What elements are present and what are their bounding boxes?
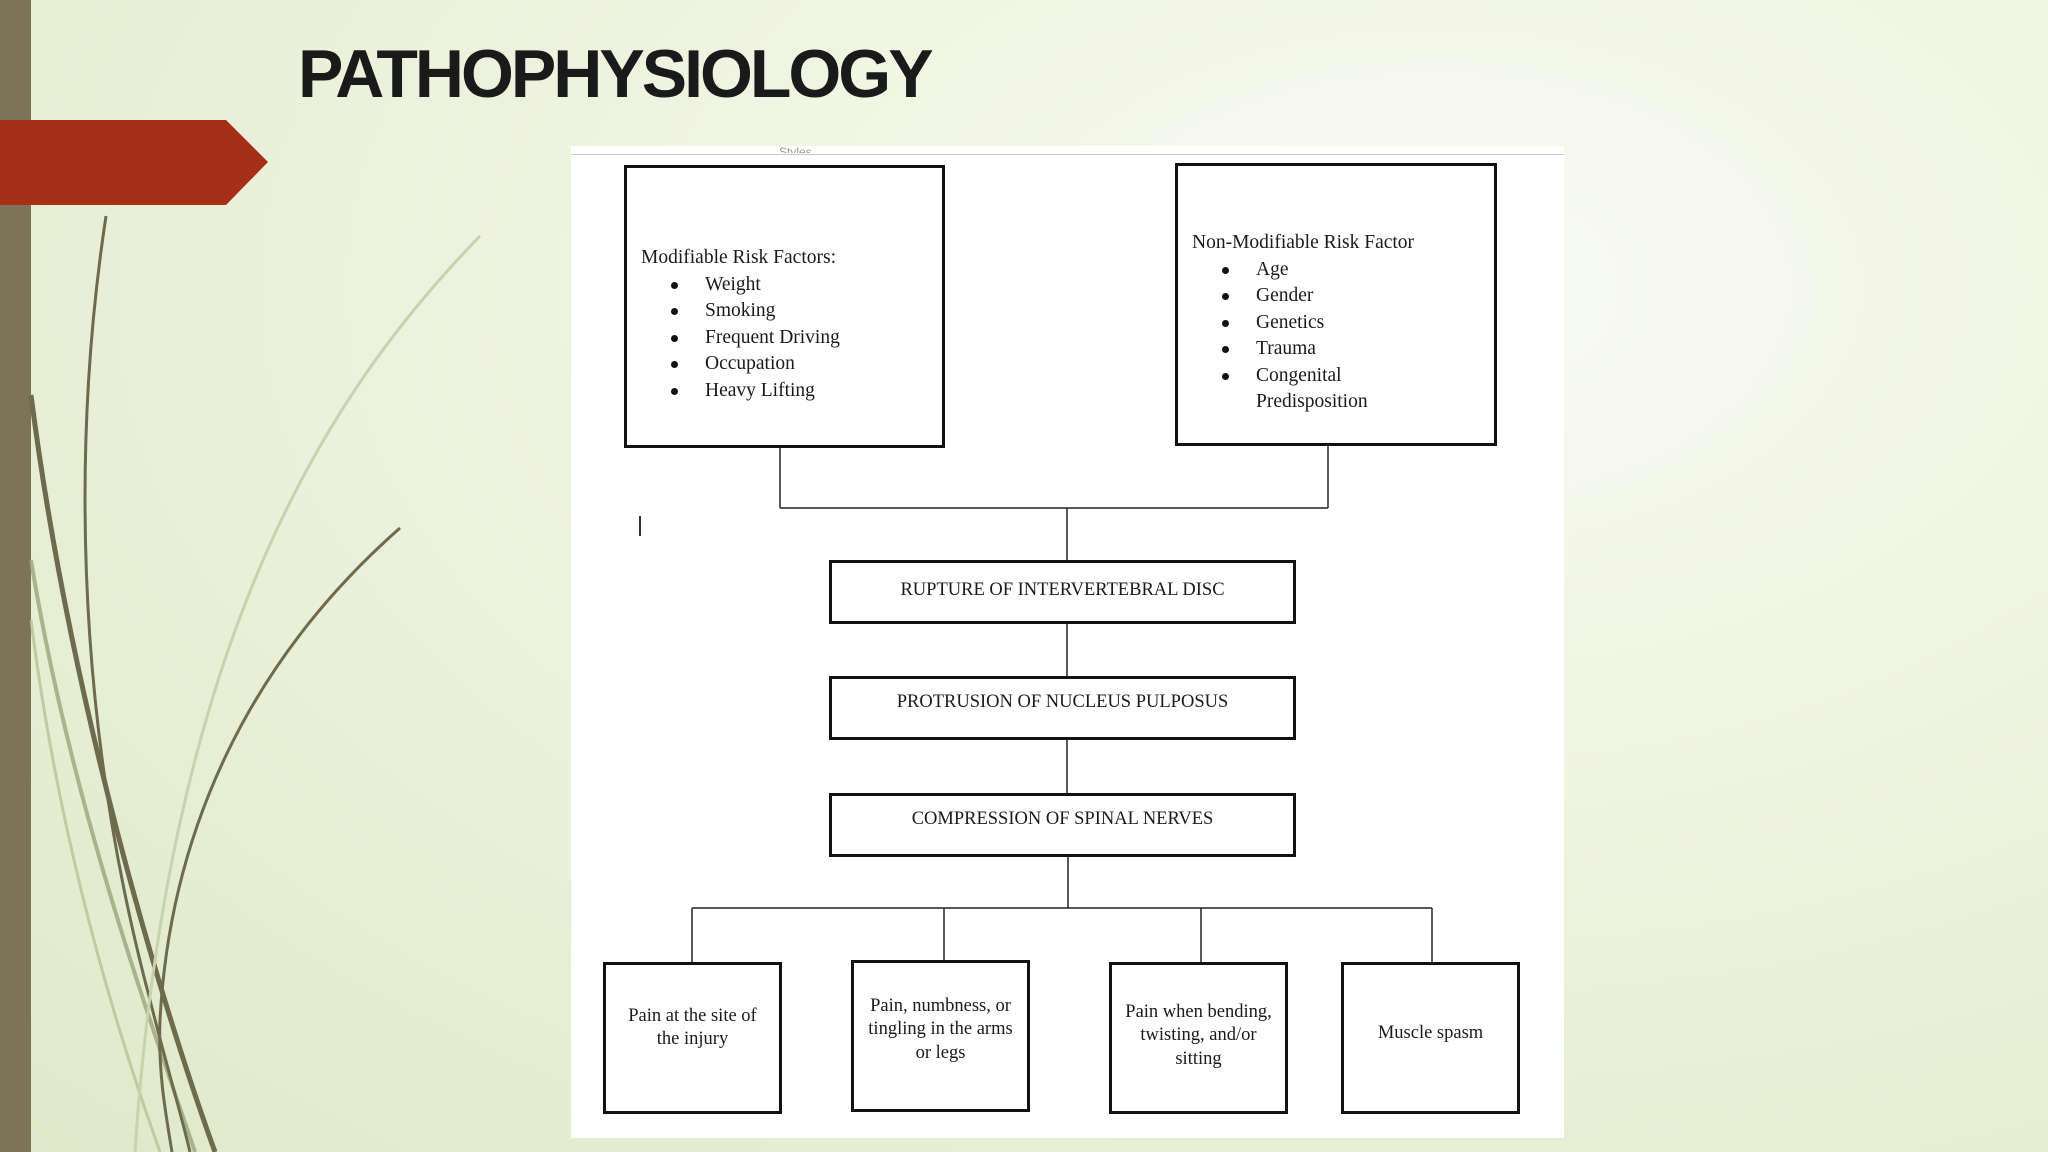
effect-numbness-tingling-box: Pain, numbness, or tingling in the arms …: [851, 960, 1030, 1112]
decorative-leaves: [28, 215, 482, 1152]
title-arrow-shape: [0, 120, 268, 205]
non-modifiable-risk-heading: Non-Modifiable Risk Factor: [1192, 232, 1415, 253]
list-item: Genetics: [1222, 310, 1426, 337]
list-item: Congenital Predisposition: [1222, 363, 1426, 416]
effect-pain-at-site-box: Pain at the site of the injury: [603, 962, 782, 1114]
modifiable-risk-heading: Modifiable Risk Factors:: [641, 247, 836, 268]
list-item: Trauma: [1222, 336, 1426, 363]
text-cursor: [639, 516, 641, 536]
list-item: Gender: [1222, 283, 1426, 310]
figure-header-stub: Styles: [779, 145, 812, 153]
diagram-connectors: [691, 446, 1433, 962]
list-item: Smoking: [671, 298, 928, 325]
modifiable-risk-factors-box: Modifiable Risk Factors: Weight Smoking …: [624, 165, 945, 448]
list-item: Weight: [671, 272, 928, 299]
non-modifiable-risk-list: Age Gender Genetics Trauma Congenital Pr…: [1192, 257, 1426, 416]
list-item: Heavy Lifting: [671, 378, 928, 405]
slide-title: PATHOPHYSIOLOGY: [298, 36, 934, 112]
modifiable-risk-list: Weight Smoking Frequent Driving Occupati…: [641, 272, 928, 405]
list-item: Frequent Driving: [671, 325, 928, 352]
compression-of-nerves-box: COMPRESSION OF SPINAL NERVES: [829, 793, 1296, 857]
non-modifiable-risk-factors-box: Non-Modifiable Risk Factor Age Gender Ge…: [1175, 163, 1497, 446]
rupture-of-disc-box: RUPTURE OF INTERVERTEBRAL DISC: [829, 560, 1296, 624]
effect-pain-bending-box: Pain when bending, twisting, and/or sitt…: [1109, 962, 1288, 1114]
pathophysiology-diagram: Styles Modifiable Risk Factors: Weight S…: [571, 145, 1564, 1138]
list-item: Occupation: [671, 351, 928, 378]
effect-muscle-spasm-box: Muscle spasm: [1341, 962, 1520, 1114]
figure-top-rule: [571, 154, 1564, 155]
protrusion-of-nucleus-box: PROTRUSION OF NUCLEUS PULPOSUS: [829, 676, 1296, 740]
list-item: Age: [1222, 257, 1426, 284]
